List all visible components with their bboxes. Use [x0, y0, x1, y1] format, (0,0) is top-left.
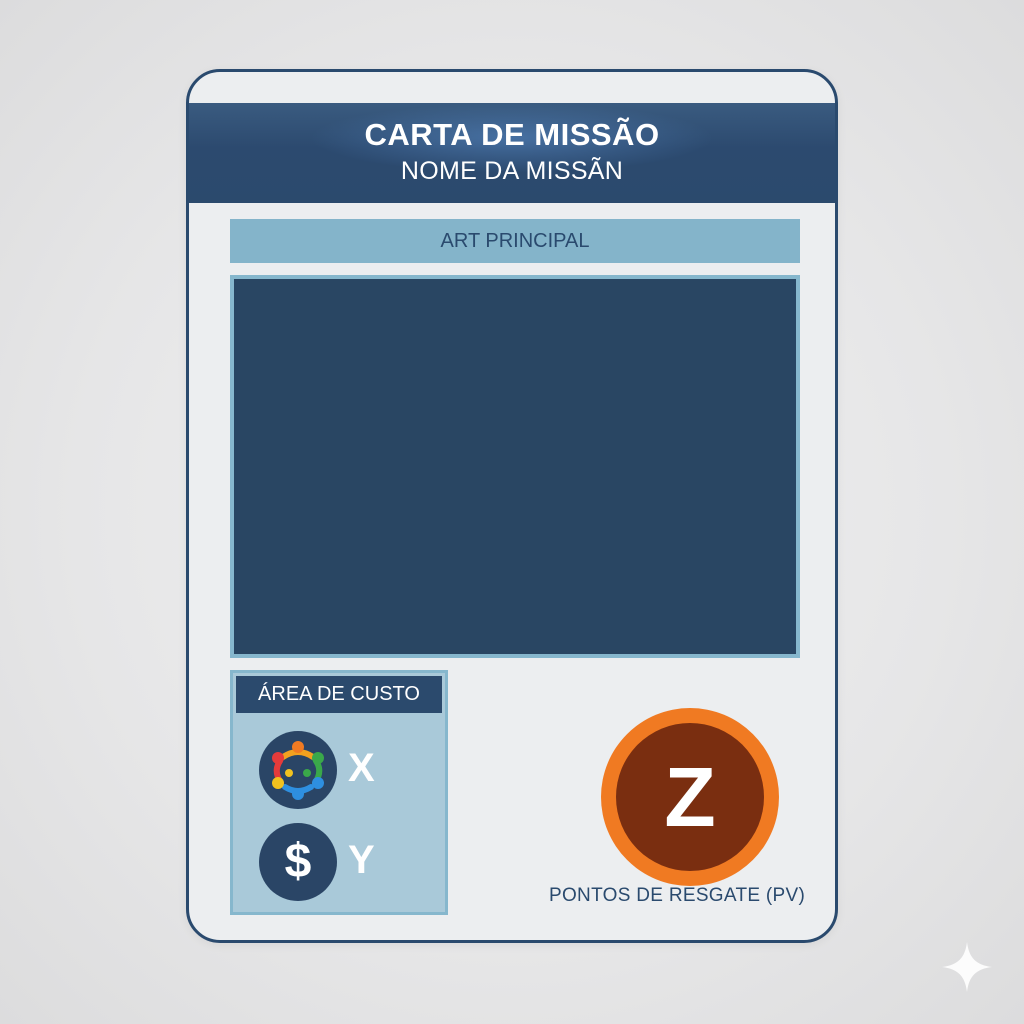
mission-name: NOME DA MISSÃN — [400, 157, 624, 185]
card-header: CARTA DE MISSÃO NOME DA MISSÃN — [189, 103, 835, 203]
dollar-icon: $ — [259, 823, 337, 901]
reward-badge: Z — [601, 708, 779, 886]
mission-card: CARTA DE MISSÃO NOME DA MISSÃN ART PRINC… — [186, 69, 838, 943]
cost-value-y: Y — [348, 838, 375, 882]
sparkle-icon — [942, 942, 992, 992]
reward-label: PONTOS DE RESGATE (PV) — [549, 885, 806, 906]
art-label-bar: ART PRINCIPAL — [230, 219, 800, 263]
card-title: CARTA DE MISSÃO — [364, 117, 660, 152]
cost-value-x: X — [348, 746, 375, 790]
dollar-symbol: $ — [284, 835, 312, 888]
art-label: ART PRINCIPAL — [440, 230, 590, 252]
team-people-icon — [259, 731, 337, 809]
cost-area: ÁREA DE CUSTO X — [230, 670, 448, 915]
cost-area-title: ÁREA DE CUSTO — [236, 676, 442, 713]
reward-value: Z — [616, 723, 764, 871]
main-art-area — [230, 275, 800, 658]
